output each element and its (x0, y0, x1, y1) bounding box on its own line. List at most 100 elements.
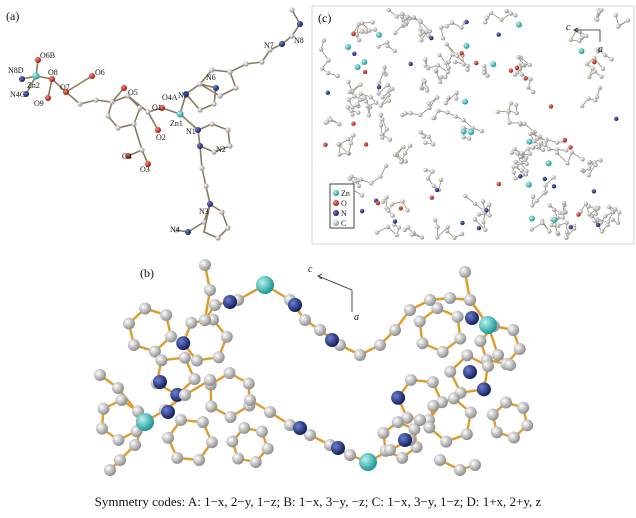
zinc-atom (479, 316, 497, 334)
carbon-atom (564, 220, 569, 225)
carbon-atom (487, 213, 492, 218)
carbon-atom (443, 60, 449, 66)
heteroatom (496, 181, 502, 187)
carbon-atom (580, 157, 585, 162)
carbon-atom (459, 25, 464, 30)
carbon-atom (220, 330, 233, 343)
axis-label-c: c (566, 22, 571, 33)
atom-label: N1 (186, 127, 196, 136)
carbon-atom (508, 11, 514, 16)
carbon-atom (484, 15, 490, 20)
zinc-atom (490, 61, 497, 68)
legend-label: O (341, 199, 347, 208)
carbon-atom (504, 8, 509, 14)
carbon-atom (363, 29, 369, 34)
carbon-atom (346, 97, 351, 102)
carbon-atom (499, 17, 504, 22)
carbon-atom (446, 65, 451, 71)
carbon-atom (513, 13, 518, 18)
carbon-atom (387, 137, 393, 142)
carbon-atom (454, 90, 459, 95)
zinc-atom (528, 215, 535, 222)
carbon-atom (444, 292, 456, 304)
carbon-atom (337, 121, 342, 127)
carbon-atom (114, 454, 126, 466)
carbon-atom (551, 207, 557, 212)
carbon-atom (517, 401, 530, 414)
carbon-atom (557, 210, 563, 216)
carbon-atom (426, 101, 432, 106)
carbon-atom (518, 160, 524, 165)
carbon-atom (514, 163, 519, 169)
carbon-atom (345, 150, 351, 156)
carbon-atom (565, 161, 570, 166)
carbon-atom (423, 421, 436, 434)
carbon-atom (470, 125, 475, 131)
carbon-atom (586, 166, 592, 171)
heteroatom (518, 174, 523, 179)
carbon-atom (374, 339, 386, 351)
carbon-atom (249, 456, 262, 469)
carbon-atom (481, 219, 486, 225)
carbon-atom (404, 304, 416, 316)
carbon-atom (587, 74, 592, 79)
zinc-atom (256, 276, 274, 294)
carbon-atom (551, 175, 556, 180)
atom-label: O2 (156, 133, 166, 142)
carbon-atom (435, 63, 441, 68)
carbon-atom (386, 93, 391, 98)
carbon-atom (356, 21, 362, 27)
legend-zn-swatch (333, 190, 339, 196)
carbon-atom (519, 72, 524, 77)
carbon-atom (519, 151, 524, 156)
carbon-atom (346, 79, 351, 84)
carbon-atom (358, 177, 364, 182)
carbon-atom (324, 120, 329, 125)
atom-label: O5 (128, 88, 138, 97)
carbon-atom (540, 220, 545, 226)
heteroatom (363, 142, 369, 147)
zinc-atom (515, 21, 522, 28)
zinc-atom (545, 160, 552, 167)
carbon-atom (433, 68, 439, 73)
carbon-atom (481, 70, 487, 76)
carbon-atom (512, 146, 517, 152)
heteroatom (551, 184, 557, 189)
atom-label: N2 (216, 145, 226, 154)
carbon-atom (378, 112, 384, 118)
carbon-atom (376, 91, 381, 96)
carbon-atom (425, 176, 431, 181)
carbon-atom (345, 105, 350, 110)
carbon-atom (336, 142, 341, 147)
carbon-atom (359, 193, 365, 198)
heteroatom (362, 69, 368, 75)
carbon-atom (480, 199, 486, 204)
nitrogen-atom (161, 405, 175, 419)
carbon-atom (538, 140, 544, 146)
carbon-atom (424, 294, 436, 306)
carbon-atom (328, 117, 333, 123)
carbon-atom (414, 414, 426, 426)
carbon-atom (426, 33, 431, 38)
carbon-atom (326, 58, 331, 63)
carbon-atom (335, 73, 340, 79)
nitrogen-atom (153, 375, 167, 389)
carbon-atom (569, 150, 575, 155)
carbon-atom (460, 428, 473, 441)
carbon-atom (444, 24, 449, 29)
heteroatom (523, 76, 528, 81)
carbon-atom (401, 411, 414, 424)
carbon-atom (479, 129, 484, 134)
carbon-atom (393, 30, 398, 36)
carbon-atom (348, 140, 354, 146)
packing-network (318, 7, 631, 240)
carbon-atom (577, 29, 583, 34)
legend-label: C (341, 219, 346, 228)
carbon-atom (436, 108, 441, 113)
carbon-atom (507, 120, 512, 125)
carbon-atom (378, 174, 383, 179)
carbon-atom (350, 105, 355, 110)
carbon-atom (129, 439, 141, 451)
carbon-atom (466, 136, 472, 141)
carbon-atom (602, 52, 608, 58)
